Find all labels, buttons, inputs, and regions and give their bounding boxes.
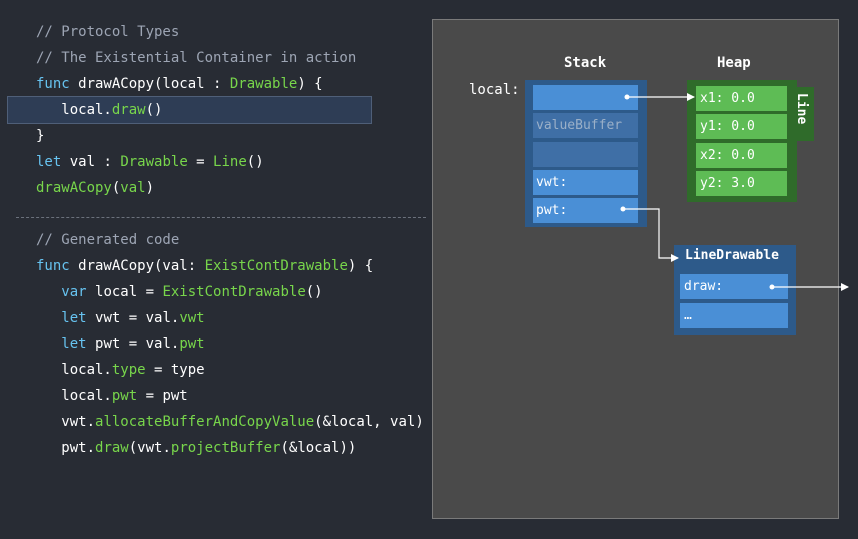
code-token: local.	[36, 102, 112, 118]
code-token: )	[145, 180, 155, 196]
code-token: ExistContDrawable	[162, 284, 306, 300]
code-token: Line	[213, 154, 247, 170]
code-token: let	[61, 310, 87, 326]
code-line: pwt.draw(vwt.projectBuffer(&local))	[36, 438, 356, 458]
arrow-draw-out	[769, 283, 849, 291]
local-label: local:	[469, 82, 520, 98]
stack-cell-buffer-ptr	[533, 85, 638, 110]
code-token: Drawable	[229, 76, 298, 92]
code-token: ()	[145, 102, 163, 118]
code-line: func drawACopy(val: ExistContDrawable) {	[36, 256, 373, 276]
code-token: drawACopy(val:	[69, 258, 205, 274]
code-token: vwt	[179, 310, 205, 326]
code-line: var local = ExistContDrawable()	[36, 282, 323, 302]
code-token: // Protocol Types	[36, 24, 180, 40]
code-token: val :	[61, 154, 121, 170]
code-token: vwt = val.	[86, 310, 180, 326]
code-token: local =	[86, 284, 163, 300]
code-token: (&local, val)	[314, 414, 424, 430]
code-line: local.pwt = pwt	[36, 386, 188, 406]
code-token: pwt = val.	[86, 336, 180, 352]
code-token: =	[187, 154, 214, 170]
code-line: let pwt = val.pwt	[36, 334, 205, 354]
code-token: vwt.	[36, 414, 96, 430]
heap-cell-y2: y2: 3.0	[696, 171, 787, 196]
stack-header: Stack	[564, 55, 607, 71]
code-token: }	[36, 128, 45, 144]
code-pane: // Protocol Types // The Existential Cont…	[7, 22, 426, 458]
heap-cell-x2: x2: 0.0	[696, 143, 787, 168]
code-line: let val : Drawable = Line()	[36, 152, 264, 172]
code-line: func drawACopy(local : Drawable) {	[36, 74, 323, 94]
code-token: func	[36, 76, 70, 92]
code-token: = pwt	[137, 388, 188, 404]
heap-cell-y1: y1: 0.0	[696, 114, 787, 139]
code-token: = type	[145, 362, 205, 378]
code-token: pwt.	[36, 440, 96, 456]
heap-cell-x1: x1: 0.0	[696, 86, 787, 111]
code-token: allocateBufferAndCopyValue	[95, 414, 315, 430]
arrow-buffer-to-heap	[624, 93, 695, 101]
code-line: vwt.allocateBufferAndCopyValue(&local, v…	[36, 412, 424, 432]
code-token: var	[61, 284, 87, 300]
heap-header: Heap	[717, 55, 751, 71]
code-line: let vwt = val.vwt	[36, 308, 205, 328]
code-line: local.draw()	[36, 100, 162, 120]
code-token: // The Existential Container in action	[36, 50, 357, 66]
code-token: (&local))	[280, 440, 357, 456]
code-token: type	[111, 362, 146, 378]
code-token: val	[120, 180, 146, 196]
code-token: (vwt.	[128, 440, 171, 456]
code-token: draw	[111, 102, 146, 118]
code-line: // Generated code	[36, 230, 179, 250]
heap-type-label: Line	[794, 93, 809, 125]
line-drawable-title: LineDrawable	[685, 248, 779, 263]
stack-cell-value-buffer-2	[533, 142, 638, 167]
code-token: Drawable	[120, 154, 188, 170]
code-token: ) {	[347, 258, 374, 274]
section-divider	[16, 217, 426, 218]
code-token: drawACopy(local :	[69, 76, 230, 92]
stack-cell-vwt: vwt:	[533, 170, 638, 195]
code-token: ()	[305, 284, 323, 300]
code-token: ) {	[297, 76, 323, 92]
code-token: ()	[246, 154, 264, 170]
code-token: pwt	[111, 388, 138, 404]
code-token: ExistContDrawable	[204, 258, 348, 274]
code-token: func	[36, 258, 70, 274]
code-token: pwt	[179, 336, 205, 352]
code-line: }	[36, 126, 44, 146]
code-token: projectBuffer	[170, 440, 281, 456]
highlighted-line	[7, 96, 372, 124]
code-token: let	[61, 336, 87, 352]
code-token: local.	[36, 362, 112, 378]
arrow-pwt-to-linedrawable	[620, 206, 679, 262]
code-token: (	[111, 180, 121, 196]
line-drawable-more: …	[680, 303, 788, 328]
code-token: // Generated code	[36, 232, 180, 248]
code-token: draw	[95, 440, 129, 456]
stack-cell-pwt: pwt:	[533, 198, 638, 223]
code-line: drawACopy(val)	[36, 178, 154, 198]
code-token: drawACopy	[36, 180, 112, 196]
code-line: // Protocol Types	[36, 22, 179, 42]
code-line: local.type = type	[36, 360, 205, 380]
code-token: let	[36, 154, 62, 170]
code-token: local.	[36, 388, 112, 404]
code-line: // The Existential Container in action	[36, 48, 356, 68]
stack-cell-value-buffer: valueBuffer	[533, 113, 638, 138]
